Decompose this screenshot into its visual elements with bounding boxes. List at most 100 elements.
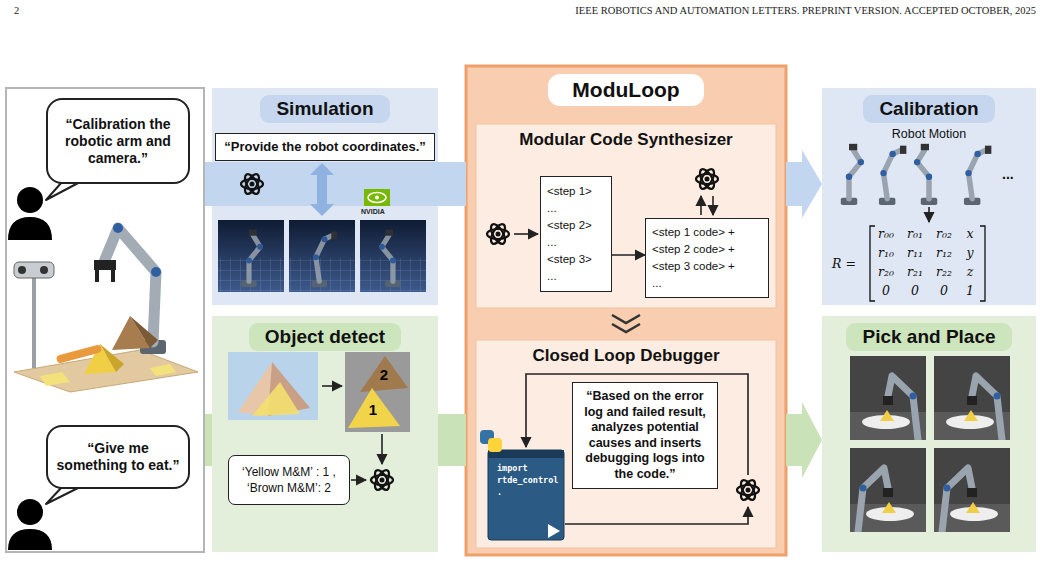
panel-heading: Modular Code Synthesizer bbox=[476, 130, 776, 150]
matrix-name: R = bbox=[832, 256, 856, 271]
simulation-panel-ground bbox=[368, 193, 386, 203]
object-detect-panel-ground bbox=[228, 352, 318, 420]
robot-scene bbox=[96, 262, 114, 282]
moduloop-panel-ground bbox=[466, 66, 786, 555]
matrix-entry: r₁₀ bbox=[878, 245, 894, 260]
moduloop-panel-ground bbox=[514, 233, 538, 235]
panel-heading: Object detect bbox=[249, 323, 401, 351]
moduloop-panel-ground bbox=[612, 315, 640, 332]
matrix-entry: z bbox=[967, 264, 974, 279]
moduloop-panel-ground bbox=[466, 66, 786, 555]
moduloop-panel-ground bbox=[487, 222, 509, 246]
matrix-entry: r₁₁ bbox=[907, 245, 923, 260]
matrix-entry: 1 bbox=[966, 283, 974, 298]
object-detect-panel-ground bbox=[360, 356, 408, 392]
calibration-panel-ground bbox=[841, 144, 864, 205]
object-detect-panel-ground bbox=[381, 434, 383, 464]
box-text: ... bbox=[547, 268, 605, 285]
panel-heading: ModuLoop bbox=[548, 74, 703, 106]
matrix-entry: 0 bbox=[882, 283, 890, 298]
robot-scene bbox=[14, 262, 54, 278]
object-detect-panel-ground bbox=[212, 316, 438, 552]
flow-band bbox=[438, 162, 466, 206]
bubble-tail bbox=[46, 182, 80, 200]
box-text: ‘Yellow M&M’ : 1 , ‘Brown M&M’: 2 bbox=[233, 464, 345, 496]
matrix-entry: r₂₂ bbox=[936, 264, 952, 279]
box-text: <step 3 code> + bbox=[652, 258, 762, 275]
prompt-box: “Provide the robot coordinates.” bbox=[215, 133, 435, 161]
panel-heading: Simulation bbox=[260, 95, 389, 123]
box-text: “Provide the robot coordinates.” bbox=[224, 139, 426, 155]
matrix-entry: r₂₁ bbox=[907, 264, 923, 279]
calibration-panel-ground bbox=[964, 146, 991, 205]
robot-scene bbox=[100, 344, 124, 372]
code-text: . bbox=[497, 487, 502, 497]
person-icon bbox=[8, 187, 52, 240]
moduloop-panel-ground bbox=[696, 167, 718, 191]
simulation-panel-ground bbox=[212, 88, 438, 305]
robot-scene bbox=[14, 223, 198, 392]
calibration-panel-ground bbox=[914, 144, 937, 205]
box-text: <step 2> bbox=[547, 217, 605, 234]
calibration-panel-ground bbox=[980, 226, 985, 301]
object-detect-panel-ground bbox=[322, 385, 342, 387]
pick-place-panel-ground bbox=[934, 356, 1010, 440]
pick-place-panel-ground bbox=[822, 316, 1036, 552]
moduloop-panel-ground bbox=[700, 196, 702, 215]
box-text: <step 3> bbox=[547, 251, 605, 268]
box-text: <step 2 code> + bbox=[652, 241, 762, 258]
robot-scene bbox=[40, 372, 70, 386]
flow-band bbox=[438, 414, 466, 466]
left-panel bbox=[205, 414, 212, 466]
code-text: import bbox=[497, 463, 528, 473]
person-icon bbox=[8, 217, 52, 240]
page-number: 2 bbox=[14, 5, 19, 16]
figure-caption: Robot Motion bbox=[892, 127, 966, 141]
matrix-entry: r₀₂ bbox=[936, 226, 952, 241]
speech-bubble: “Give me something to eat.” bbox=[46, 425, 190, 489]
box-text: ... bbox=[547, 234, 605, 251]
pick-place-panel-ground bbox=[934, 448, 1010, 532]
flow-band bbox=[786, 402, 822, 478]
person-icon bbox=[17, 187, 43, 213]
object-detect-panel-ground bbox=[348, 388, 400, 428]
matrix-entry: 0 bbox=[911, 283, 919, 298]
matrix-entry: 0 bbox=[940, 283, 948, 298]
simulation-panel-ground bbox=[364, 189, 390, 206]
step-list-box: <step 1>...<step 2>...<step 3>... bbox=[540, 176, 612, 292]
object-detect-panel-ground bbox=[345, 352, 410, 432]
speech-bubble: “Calibration the robotic arm and camera.… bbox=[46, 98, 190, 184]
code-list-box: <step 1 code> +<step 2 code> +<step 3 co… bbox=[645, 218, 769, 298]
moduloop-panel-ground bbox=[548, 524, 560, 538]
simulation-image bbox=[312, 231, 338, 287]
matrix-entry: r₂₀ bbox=[878, 264, 894, 279]
synthesizer-panel: Modular Code Synthesizer<step 1>...<step… bbox=[476, 124, 776, 308]
box-text: “Give me something to eat.” bbox=[56, 440, 180, 474]
panel-heading: Calibration bbox=[863, 95, 994, 123]
calibration-panel: Calibration bbox=[822, 88, 1036, 305]
panel-heading: Pick and Place bbox=[846, 323, 1011, 351]
simulation-panel: Simulation “Provide the robot coordinates… bbox=[212, 88, 438, 305]
pick-place-panel-ground bbox=[822, 316, 1036, 552]
matrix-entry: x bbox=[966, 226, 973, 241]
simulation-image bbox=[379, 230, 401, 287]
box-text: <step 1> bbox=[547, 183, 605, 200]
code-text: rtde_control bbox=[497, 475, 558, 485]
moduloop-panel-ground bbox=[488, 438, 502, 452]
calibration-panel-ground bbox=[822, 88, 1036, 305]
callout-number: 2 bbox=[380, 366, 388, 383]
robot-scene bbox=[150, 364, 176, 376]
moduloop-panel-ground bbox=[476, 124, 776, 308]
robot-scene bbox=[130, 316, 158, 348]
object-detect-panel-ground bbox=[252, 382, 300, 416]
matrix-entry: r₀₁ bbox=[907, 226, 923, 241]
robot-scene bbox=[40, 266, 48, 274]
simulation-image bbox=[289, 220, 355, 292]
bubble-tail bbox=[46, 487, 80, 504]
debugger-panel: Closed Loop Debugger“Based on the error … bbox=[476, 340, 776, 548]
robot-scene bbox=[18, 266, 26, 274]
person-icon bbox=[8, 499, 52, 550]
pick-place-panel-ground bbox=[850, 356, 926, 440]
left-panel bbox=[6, 88, 204, 552]
moduloop-panel-ground bbox=[488, 450, 564, 540]
